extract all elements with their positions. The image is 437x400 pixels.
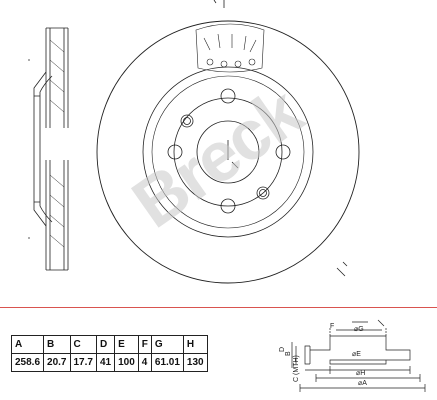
cell-value: 20.7 (43, 353, 71, 372)
dim-label-f: F (330, 323, 334, 330)
col-header: E (114, 335, 139, 354)
disc-profile-drawing (291, 319, 426, 392)
col-header: G (150, 335, 184, 354)
cell-value: 100 (114, 353, 139, 372)
cell-value: 130 (182, 353, 208, 372)
disc-side-section (28, 27, 69, 271)
disc-front-view (96, 0, 360, 284)
dim-label-c: C (MTH) (293, 355, 300, 382)
dim-label-h: ⌀H (356, 370, 365, 377)
cell-value: 61.01 (150, 353, 184, 372)
col-header: H (182, 335, 208, 354)
table-row: 258.6 20.7 17.7 41 100 4 61.01 130 (10, 353, 208, 372)
cell-value: 4 (137, 353, 152, 372)
section-divider (0, 307, 437, 308)
col-header: F (137, 335, 152, 354)
dim-label-g: ⌀G (354, 326, 364, 333)
dimension-spec-table: A B C D E F G H 258.6 20.7 17.7 41 100 4… (10, 335, 208, 372)
bolt-hole (167, 144, 183, 160)
cell-value: 17.7 (69, 353, 97, 372)
bolt-hole (275, 144, 291, 160)
dim-label-a: ⌀A (358, 380, 367, 387)
cell-value: 41 (95, 353, 116, 372)
dim-label-d: D (279, 347, 286, 352)
col-header: A (10, 335, 45, 354)
dim-label-e: ⌀E (352, 351, 361, 358)
col-header: D (95, 335, 116, 354)
cell-value: 258.6 (10, 353, 45, 372)
bolt-hole (220, 88, 236, 104)
col-header: B (43, 335, 71, 354)
bolt-hole (220, 198, 236, 214)
dim-label-b: B (285, 351, 292, 356)
col-header: C (69, 335, 97, 354)
dimension-labels: ⌀G F ⌀E ⌀H ⌀A B C (MTH) D (279, 323, 367, 387)
table-header-row: A B C D E F G H (10, 335, 208, 354)
